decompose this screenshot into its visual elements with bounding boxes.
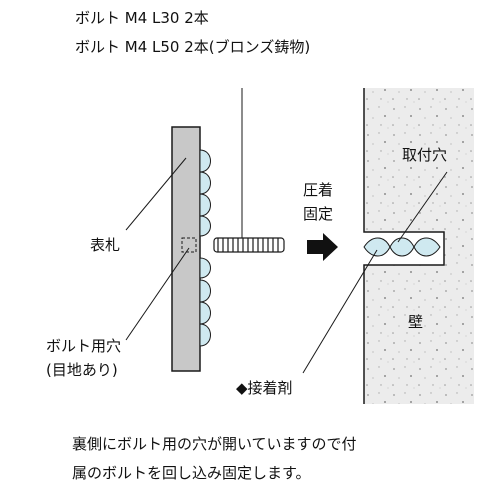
press-fix-label-1: 圧着 xyxy=(303,181,334,199)
mount-hole-label: 取付穴 xyxy=(402,146,448,164)
bolt-spec-line-2: ボルト M4 L50 2本(ブロンズ鋳物) xyxy=(75,38,311,56)
nameplate-leader xyxy=(125,157,187,231)
caption-line-1: 裏側にボルト用の穴が開いていますので付 xyxy=(72,435,357,453)
wall xyxy=(363,88,474,404)
plate-adhesive xyxy=(199,149,211,347)
bolt xyxy=(213,237,285,253)
bolt-spec-line-1: ボルト M4 L30 2本 xyxy=(75,9,209,27)
leader-lines xyxy=(125,88,448,374)
nameplate xyxy=(171,126,201,372)
wall-label: 壁 xyxy=(408,313,424,331)
hole-adhesive xyxy=(363,237,441,257)
adhesive-label: ◆接着剤 xyxy=(236,379,293,397)
press-arrow xyxy=(307,233,338,261)
press-fix-label-2: 固定 xyxy=(303,205,334,223)
nameplate-label: 表札 xyxy=(90,236,121,254)
adhesive-leader xyxy=(302,249,378,374)
mount-hole-leader xyxy=(397,171,448,243)
bolt-hole-label: ボルト用穴 xyxy=(46,337,122,355)
caption-line-2: 属のボルトを回し込み固定します。 xyxy=(72,464,311,482)
bolt-hole-note: (目地あり) xyxy=(46,361,118,379)
bolt-hole-leader xyxy=(125,247,190,341)
